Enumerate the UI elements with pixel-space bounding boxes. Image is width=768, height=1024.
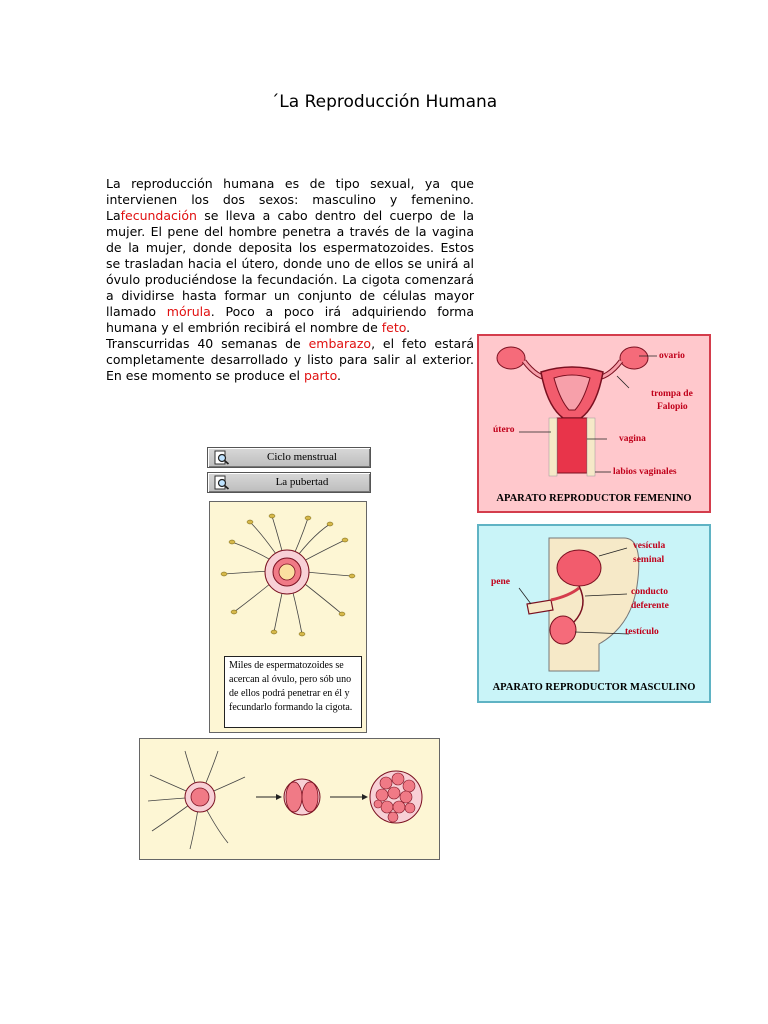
male-organs-illustration xyxy=(518,537,640,672)
text-part: , el feto estará completamente desarroll… xyxy=(106,336,474,383)
label-falopio: Falopio xyxy=(657,402,688,412)
label-deferente: deferente xyxy=(631,601,669,611)
ovum-caption: Miles de espermatozoides se acercan al ó… xyxy=(224,656,362,728)
fertilization-illustration: Miles de espermatozoides se acercan al ó… xyxy=(209,501,367,733)
male-reproductive-diagram: vesícula seminal pene conducto deferente… xyxy=(477,524,711,703)
text-part: . xyxy=(337,368,342,383)
label-seminal: seminal xyxy=(633,555,665,565)
ciclo-menstrual-button[interactable]: Ciclo menstrual xyxy=(207,447,371,468)
magnifier-page-icon xyxy=(214,450,230,465)
term-morula: mórula xyxy=(166,304,211,319)
term-fecundacion: fecundación xyxy=(120,208,197,223)
label-pene: pene xyxy=(491,577,510,587)
label-labios: labios vaginales xyxy=(613,467,677,477)
label-vesicula: vesícula xyxy=(633,541,666,551)
text-part: . Poco a poco irá adquiriendo forma huma… xyxy=(106,304,474,335)
label-ovario: ovario xyxy=(659,351,685,361)
text-part: Transcurridas 40 semanas de xyxy=(106,336,309,351)
label-trompa: trompa de xyxy=(651,389,693,399)
zygote-morula-sequence xyxy=(147,750,423,850)
page-title: ´La Reproducción Humana xyxy=(270,92,498,112)
term-feto: feto xyxy=(381,320,407,335)
label-conducto: conducto xyxy=(631,587,668,597)
button-label: Ciclo menstrual xyxy=(267,451,337,463)
text-part: se lleva a cabo dentro del cuerpo de la … xyxy=(106,208,474,319)
ovum-sperm-illustration xyxy=(220,513,356,637)
pubertad-button[interactable]: La pubertad xyxy=(207,472,371,493)
text-part: La reproducción humana es de tipo sexual… xyxy=(106,176,474,223)
female-reproductive-diagram: ovario trompa de Falopio útero vagina la… xyxy=(477,334,711,513)
female-diagram-title: APARATO REPRODUCTOR FEMENINO xyxy=(496,493,692,504)
button-label: La pubertad xyxy=(275,476,329,488)
term-parto: parto xyxy=(303,368,338,383)
cell-division-illustration xyxy=(139,738,440,860)
text-part: . xyxy=(406,320,411,335)
label-vagina: vagina xyxy=(619,434,646,444)
label-utero: útero xyxy=(493,425,515,435)
label-testiculo: testículo xyxy=(625,627,659,637)
body-text: La reproducción humana es de tipo sexual… xyxy=(106,176,474,384)
term-embarazo: embarazo xyxy=(308,336,372,351)
female-organs-illustration xyxy=(496,346,657,477)
magnifier-page-icon xyxy=(214,475,230,490)
male-diagram-title: APARATO REPRODUCTOR MASCULINO xyxy=(492,682,696,693)
